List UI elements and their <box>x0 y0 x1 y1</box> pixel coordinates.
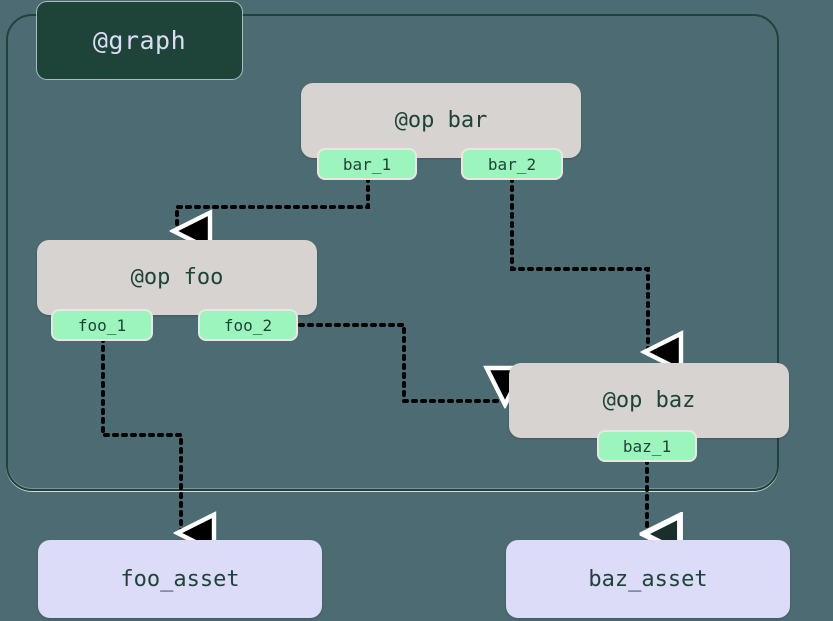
op-node-baz-label: @op baz <box>602 388 696 413</box>
op-node-foo-label: @op foo <box>130 265 224 290</box>
port-bar-2[interactable]: bar_2 <box>463 150 561 178</box>
port-foo-1-label: foo_1 <box>77 315 127 335</box>
port-bar-1-label: bar_1 <box>342 154 392 174</box>
port-foo-2-label: foo_2 <box>223 315 273 335</box>
op-node-bar[interactable]: @op bar <box>301 83 581 158</box>
asset-node-foo-asset-label: foo_asset <box>120 566 240 592</box>
port-foo-2[interactable]: foo_2 <box>200 311 296 339</box>
asset-node-foo-asset[interactable]: foo_asset <box>38 540 322 618</box>
asset-node-baz-asset-label: baz_asset <box>588 566 708 592</box>
port-bar-2-label: bar_2 <box>487 154 537 174</box>
graph-label[interactable]: @graph <box>37 2 242 79</box>
port-bar-1[interactable]: bar_1 <box>319 150 415 178</box>
op-node-baz[interactable]: @op baz <box>509 363 789 438</box>
op-node-bar-label: @op bar <box>394 108 488 133</box>
port-baz-1-label: baz_1 <box>622 436 672 456</box>
op-node-foo[interactable]: @op foo <box>37 240 317 315</box>
graph-boundary <box>6 14 779 491</box>
asset-node-baz-asset[interactable]: baz_asset <box>506 540 790 618</box>
port-foo-1[interactable]: foo_1 <box>53 311 151 339</box>
port-baz-1[interactable]: baz_1 <box>599 432 695 460</box>
